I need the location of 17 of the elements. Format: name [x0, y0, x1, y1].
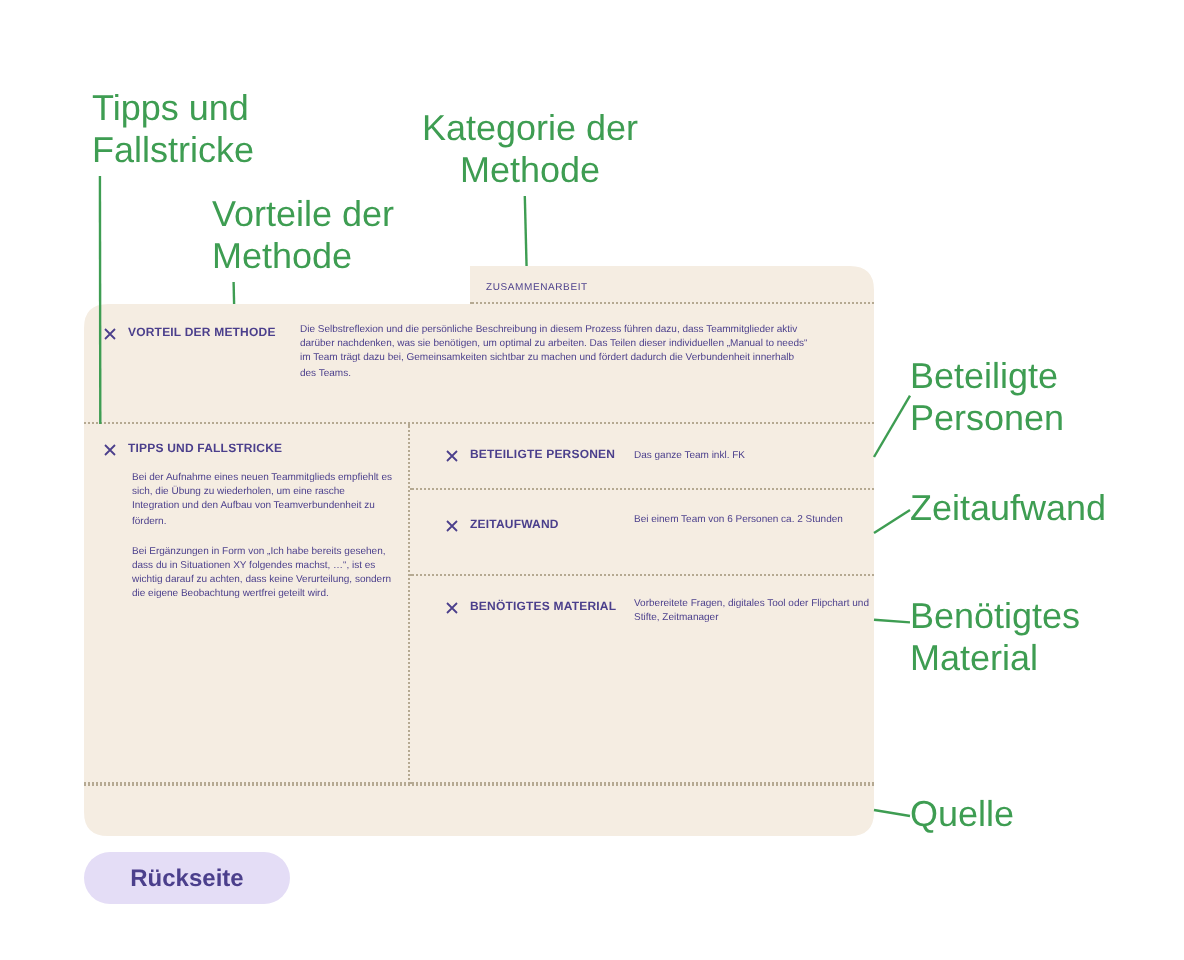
leader-line — [98, 176, 102, 424]
side-label: Rückseite — [84, 852, 290, 904]
leader-line — [873, 509, 911, 534]
leader-line — [232, 281, 236, 305]
callout-label: Kategorie der Methode — [400, 108, 660, 196]
callout-label: Zeitaufwand — [910, 488, 1170, 532]
leader-line — [872, 395, 912, 458]
callout-label: Tipps und Fallstricke — [92, 88, 312, 176]
callout-label: Vorteile der Methode — [212, 194, 452, 282]
callout-label: Quelle — [910, 794, 1070, 838]
card-section — [84, 424, 410, 784]
callout-label: Benötigtes Material — [910, 596, 1140, 684]
card — [84, 266, 874, 836]
leader-line — [873, 618, 911, 624]
callout-label: Beteiligte Personen — [910, 356, 1140, 444]
leader-line — [873, 808, 911, 818]
leader-line — [523, 195, 528, 267]
